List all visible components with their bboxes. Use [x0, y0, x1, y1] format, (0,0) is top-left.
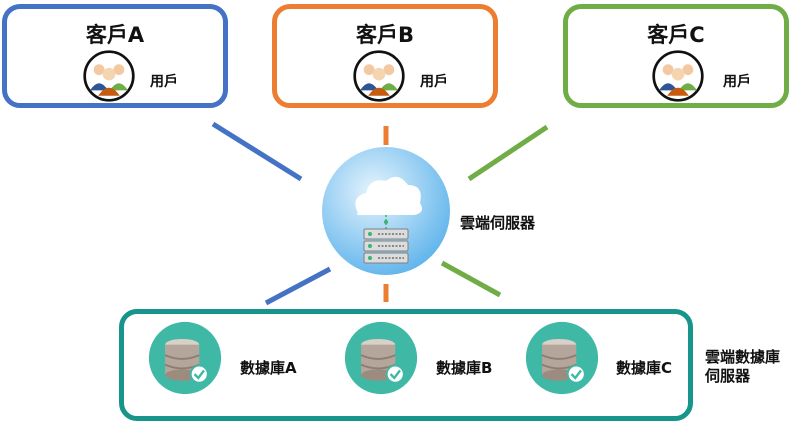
- link-client-c: [467, 124, 549, 182]
- users-group-icon: [652, 50, 704, 102]
- client-box-a: 客戶A 用戶: [2, 4, 228, 108]
- user-label: 用戶: [723, 74, 751, 90]
- link-client-a: [211, 121, 303, 182]
- link-db-left: [264, 266, 332, 306]
- database-label-c: 數據庫C: [616, 359, 673, 377]
- client-box-b: 客戶B 用戶: [272, 4, 498, 108]
- cloud-server-icon: [322, 147, 450, 275]
- link-db-right: [440, 260, 502, 298]
- database-label-a: 數據庫A: [240, 359, 297, 377]
- users-group-icon: [83, 50, 135, 102]
- db-server-box: [119, 309, 693, 421]
- database-label-b: 數據庫B: [436, 359, 493, 377]
- database-check-icon: [148, 321, 222, 395]
- db-server-label-line2: 伺服器: [705, 367, 751, 385]
- client-title: 客戶A: [85, 23, 145, 47]
- db-server-label: 雲端數據庫 伺服器: [705, 348, 780, 386]
- database-check-icon: [525, 321, 599, 395]
- client-box-c: 客戶C 用戶: [563, 4, 789, 108]
- users-group-icon: [353, 50, 405, 102]
- database-check-icon: [344, 321, 418, 395]
- client-title: 客戶C: [647, 23, 705, 47]
- cloud-server-label: 雲端伺服器: [460, 214, 536, 232]
- db-server-label-line1: 雲端數據庫: [705, 348, 781, 366]
- user-label: 用戶: [150, 74, 178, 90]
- client-title: 客戶B: [355, 23, 414, 47]
- user-label: 用戶: [420, 74, 448, 90]
